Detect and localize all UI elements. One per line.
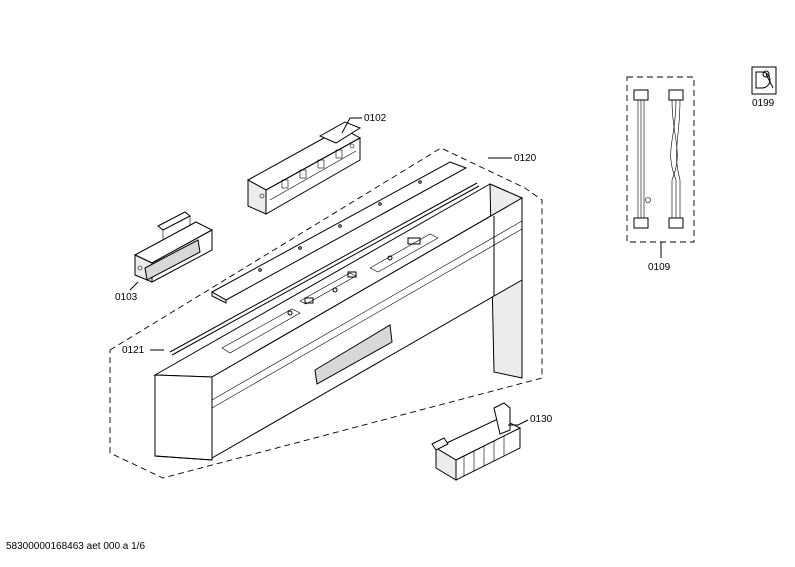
part-0102-electronic-module[interactable]	[246, 121, 362, 215]
wrench-icon[interactable]	[751, 66, 777, 95]
document-footer: 58300000168463 aet 000 a 1/6	[6, 541, 146, 552]
part-0103-display-module[interactable]	[133, 211, 214, 283]
label-0103: 0103	[115, 292, 138, 303]
part-0120-control-panel[interactable]	[153, 183, 524, 461]
part-0121-strip[interactable]	[169, 182, 480, 356]
label-0199: 0199	[752, 98, 775, 109]
label-0120: 0120	[514, 153, 537, 164]
assembly-0120-boundary	[109, 147, 543, 479]
part-0109-cable-harness[interactable]	[633, 89, 684, 229]
part-0120-cover-strip[interactable]	[210, 161, 468, 304]
harness-0109-boundary	[626, 76, 695, 243]
label-0130: 0130	[530, 414, 553, 425]
label-0102: 0102	[364, 113, 387, 124]
part-0130-connector-block[interactable]	[431, 402, 522, 481]
leader-lines	[129, 117, 662, 426]
label-0109: 0109	[648, 262, 671, 273]
label-0121: 0121	[122, 345, 145, 356]
